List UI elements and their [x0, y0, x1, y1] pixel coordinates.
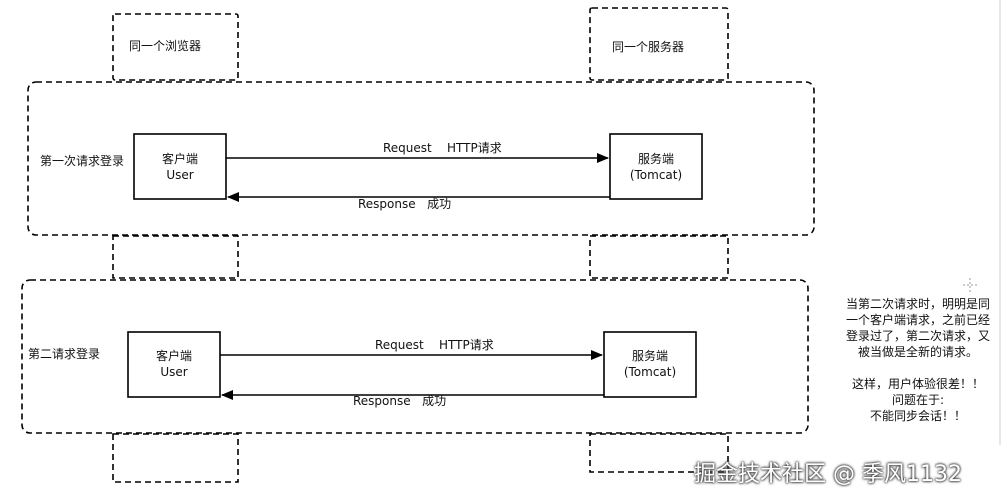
note-line: 不能同步会话！！ — [869, 409, 966, 423]
row2-server-subtitle: (Tomcat) — [624, 365, 676, 379]
row1-server-box: 服务端 (Tomcat) — [609, 133, 703, 200]
row2-client-title: 客户端 — [156, 348, 192, 363]
server-group-label: 同一个服务器 — [612, 39, 684, 54]
note-blank-line — [838, 360, 998, 376]
row1-client-box: 客户端 User — [133, 133, 227, 200]
row2-server-box: 服务端 (Tomcat) — [603, 331, 697, 398]
row1-server-title: 服务端 — [638, 151, 674, 166]
explanation-note: 当第二次请求时，明明是同 一个客户端请求，之前已经 登录过了，第二次请求，又 被… — [838, 296, 998, 424]
watermark: 掘金技术社区 @ 季风1132 — [694, 462, 962, 487]
second-login-label: 第二请求登录 — [28, 346, 100, 361]
row2-client-box: 客户端 User — [127, 331, 221, 398]
note-line: 登录过了，第二次请求，又 — [845, 329, 990, 343]
row1-request-label: Request HTTP请求 — [383, 141, 502, 155]
note-line: 被当做是全新的请求。 — [857, 345, 978, 359]
row2-request-label: Request HTTP请求 — [375, 338, 494, 352]
row2-client-subtitle: User — [160, 365, 187, 379]
browser-column — [112, 13, 239, 483]
cursor-mark — [963, 278, 977, 292]
row1-response-label: Response 成功 — [358, 197, 451, 211]
note-line: 问题在于: — [891, 393, 945, 407]
browser-group-label: 同一个浏览器 — [129, 38, 201, 53]
server-column — [589, 7, 729, 473]
row1-server-subtitle: (Tomcat) — [630, 168, 682, 182]
row2-server-title: 服务端 — [632, 348, 668, 363]
first-login-label: 第一次请求登录 — [40, 153, 124, 168]
note-line: 当第二次请求时，明明是同 — [845, 297, 990, 311]
note-line: 这样，用户体验很差！！ — [851, 377, 984, 391]
note-line: 一个客户端请求，之前已经 — [845, 313, 990, 327]
row1-client-subtitle: User — [166, 168, 193, 182]
row2-response-label: Response 成功 — [353, 394, 446, 408]
row1-client-title: 客户端 — [162, 151, 198, 166]
